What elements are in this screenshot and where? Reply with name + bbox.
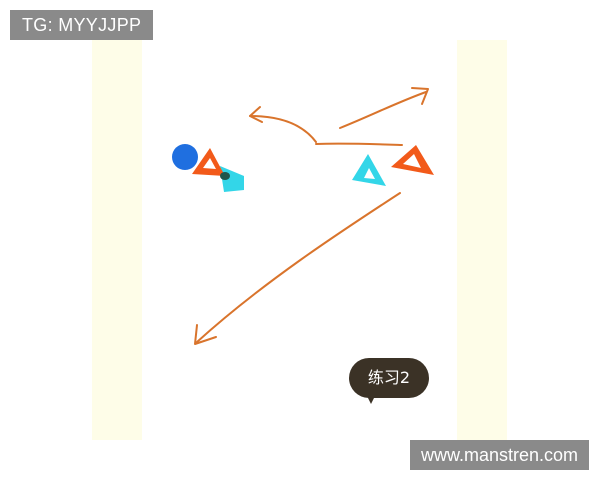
orange-player-marker-right xyxy=(391,145,434,175)
ball-icon xyxy=(172,144,198,170)
orange-player-marker-left xyxy=(192,148,225,176)
diagonal-arrow-lower-left xyxy=(196,192,401,343)
drill-label-bubble: 练习2 xyxy=(349,358,429,398)
telegram-tag: TG: MYYJJPP xyxy=(10,10,154,40)
left-sideline-lane xyxy=(92,40,142,440)
arrowhead-upper-right xyxy=(411,87,429,105)
drill-label-bubble-tail xyxy=(366,394,376,404)
site-watermark: www.manstren.com xyxy=(409,440,589,470)
curved-run-arrow-left xyxy=(249,115,317,143)
overlap-shadow xyxy=(220,172,230,180)
run-arrow-upper-right xyxy=(339,91,427,129)
arrowhead-left xyxy=(249,106,263,123)
cyan-player-marker-right xyxy=(352,154,386,186)
pass-line-horizontal xyxy=(315,142,403,146)
right-sideline-lane xyxy=(457,40,507,440)
arrowhead-lower-left xyxy=(194,324,217,345)
